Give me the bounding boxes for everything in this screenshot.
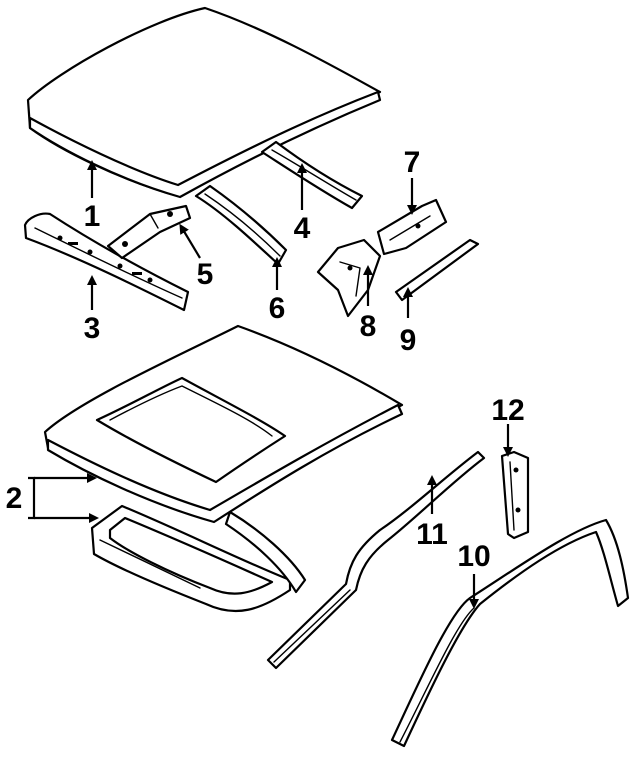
callout-4-label: 4 <box>294 212 311 245</box>
callout-10: 10 <box>457 540 491 609</box>
front-header-panel <box>23 212 190 312</box>
roof-weatherstrip-rear <box>390 518 630 748</box>
sunroof-panel <box>43 324 404 524</box>
roof-side-rail <box>194 184 288 266</box>
callout-3-label: 3 <box>84 312 101 345</box>
callout-5: 5 <box>179 223 214 291</box>
callout-11-label: 11 <box>416 518 448 551</box>
callout-3: 3 <box>84 275 101 345</box>
callout-7: 7 <box>404 146 421 215</box>
callout-2-label: 2 <box>6 482 23 515</box>
callout-5-label: 5 <box>197 258 214 291</box>
drip-strip <box>394 238 480 302</box>
sunroof-frame <box>90 504 307 613</box>
roof-bracket <box>106 204 192 260</box>
rear-header <box>260 140 364 210</box>
callout-1-label: 1 <box>84 200 101 233</box>
callout-12-label: 12 <box>491 394 524 427</box>
callout-4: 4 <box>294 163 311 245</box>
callout-11: 11 <box>416 475 448 551</box>
callout-12: 12 <box>491 394 525 457</box>
callout-6: 6 <box>269 257 286 325</box>
corner-reinforcement <box>376 198 448 256</box>
pillar-trim-strip <box>500 450 530 540</box>
pillar-gusset <box>316 238 382 318</box>
callout-8: 8 <box>360 265 377 343</box>
callout-1: 1 <box>84 160 101 233</box>
callout-7-label: 7 <box>404 146 421 179</box>
callout-10-label: 10 <box>457 540 490 573</box>
callout-9-label: 9 <box>400 324 417 357</box>
callout-6-label: 6 <box>269 292 286 325</box>
callout-2: 2 <box>6 473 99 523</box>
callout-9: 9 <box>400 287 417 357</box>
roof-weatherstrip-front <box>266 450 486 670</box>
callout-8-label: 8 <box>360 310 377 343</box>
roof-panel <box>26 6 382 199</box>
